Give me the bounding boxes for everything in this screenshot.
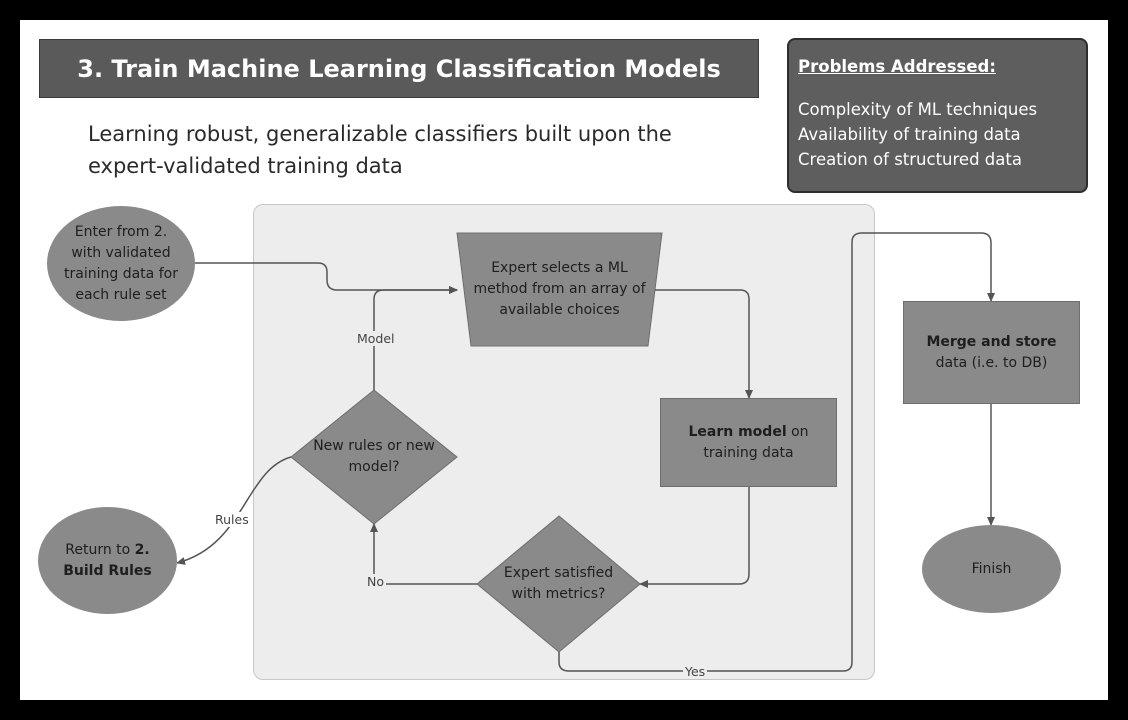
learn-rest-text: on	[786, 423, 809, 440]
edge-label-yes: Yes	[683, 664, 708, 679]
merge-bold-text: Merge and store	[926, 333, 1057, 350]
merge-text-line: data (i.e. to DB)	[935, 354, 1048, 371]
enter-text-line: each rule set	[75, 286, 167, 303]
return-text-line: Build Rules	[63, 562, 152, 579]
edge-newrules-rules	[176, 456, 292, 565]
page-title: 3. Train Machine Learning Classification…	[39, 39, 759, 98]
edge-label-model: Model	[355, 331, 397, 346]
problem-item: Availability of training data	[798, 125, 1021, 144]
select-method-label: Expert selects a ML method from an array…	[457, 258, 662, 321]
edge-label-no: No	[365, 574, 386, 589]
newrules-text-line: New rules or new	[313, 438, 435, 454]
select-method-node	[456, 232, 663, 347]
subtitle-line-2: expert-validated training data	[88, 154, 403, 178]
learn-model-node: Learn model on training data	[660, 398, 837, 487]
new-rules-label: New rules or new model?	[291, 436, 457, 478]
edge-satisfied-yes	[558, 232, 995, 672]
satisfied-text-line: Expert satisfied	[503, 565, 614, 581]
subtitle: Learning robust, generalizable classifie…	[88, 118, 768, 182]
problem-item: Complexity of ML techniques	[798, 100, 1038, 119]
select-text-line: available choices	[499, 302, 620, 318]
satisfied-label: Expert satisfied with metrics?	[477, 563, 640, 605]
select-text-line: method from an array of	[473, 281, 646, 297]
problem-item: Creation of structured data	[798, 150, 1022, 169]
edge-enter-to-select	[195, 262, 458, 294]
learn-text-line: training data	[703, 444, 794, 461]
edge-label-rules: Rules	[213, 512, 251, 527]
learn-bold-text: Learn model	[688, 423, 787, 440]
select-text-line: Expert selects a ML	[491, 260, 628, 276]
satisfied-text-line: with metrics?	[511, 586, 606, 602]
problems-title: Problems Addressed:	[798, 57, 996, 76]
finish-text: Finish	[971, 560, 1012, 577]
subtitle-line-1: Learning robust, generalizable classifie…	[88, 122, 672, 146]
enter-text-line: Enter from 2.	[74, 223, 168, 240]
return-text: Return to	[65, 541, 135, 558]
enter-text-line: with validated	[71, 244, 171, 261]
return-bold-text: 2.	[134, 541, 150, 558]
enter-text-line: training data for	[64, 265, 178, 282]
newrules-text-line: model?	[348, 459, 400, 475]
edge-satisfied-no	[370, 523, 477, 585]
merge-store-node: Merge and store data (i.e. to DB)	[903, 301, 1080, 404]
edge-select-to-learn	[655, 289, 753, 399]
edge-newrules-model	[373, 286, 458, 390]
problems-addressed-box: Problems Addressed: Complexity of ML tec…	[787, 38, 1088, 193]
enter-node: Enter from 2. with validated training da…	[47, 206, 195, 321]
return-node: Return to 2. Build Rules	[38, 507, 177, 614]
edge-learn-to-satisfied	[639, 487, 750, 588]
finish-node: Finish	[922, 525, 1061, 613]
